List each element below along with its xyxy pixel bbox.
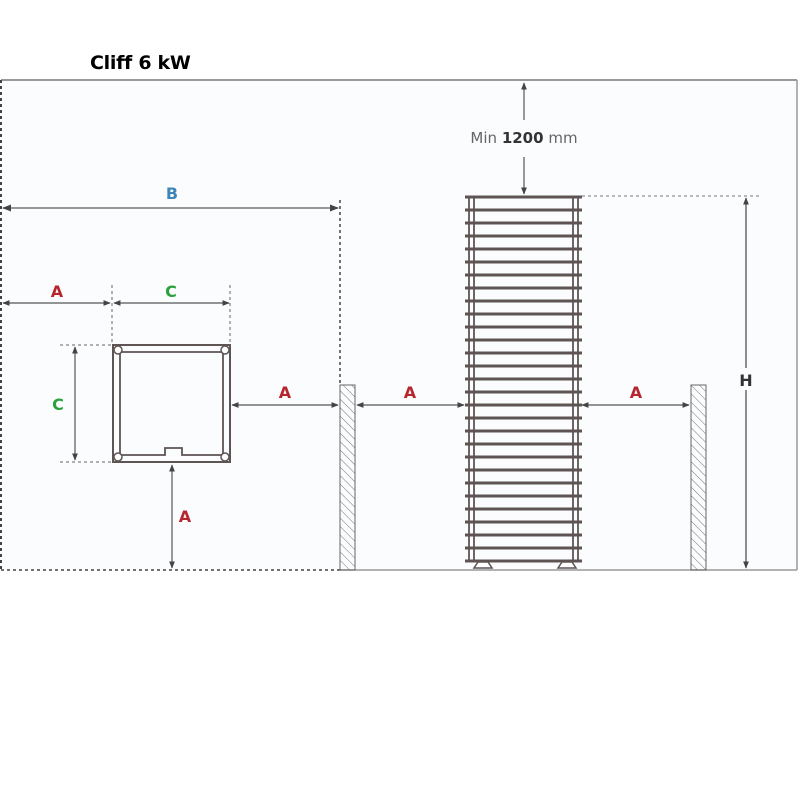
dimension-a-wall-heater: A A: [356, 383, 690, 408]
label-c: C: [52, 395, 64, 414]
dimension-a-box-wall: A: [231, 383, 339, 408]
label-a: A: [630, 383, 643, 402]
top-clearance-dimension: Min 1200 mm: [470, 82, 578, 195]
heater-front-view: [465, 195, 582, 569]
dimension-c-vertical: C: [52, 344, 112, 463]
label-a: A: [279, 383, 292, 402]
dimension-h: H: [582, 195, 760, 569]
label-a: A: [179, 507, 192, 526]
label-b: B: [166, 184, 178, 203]
label-c: C: [165, 282, 177, 301]
diagram-title: Cliff 6 kW: [90, 52, 191, 74]
dimension-b: B: [2, 184, 339, 212]
room-frame: [0, 79, 798, 571]
clearance-text: Min 1200 mm: [470, 129, 577, 147]
dimension-a-box-floor: A: [169, 464, 192, 569]
dimension-top: A C: [2, 282, 231, 344]
wall-right: [690, 384, 707, 571]
label-h: H: [739, 371, 752, 390]
wall-left: [339, 384, 356, 571]
label-a: A: [51, 282, 64, 301]
heater-top-view: [112, 344, 231, 463]
label-a: A: [404, 383, 417, 402]
